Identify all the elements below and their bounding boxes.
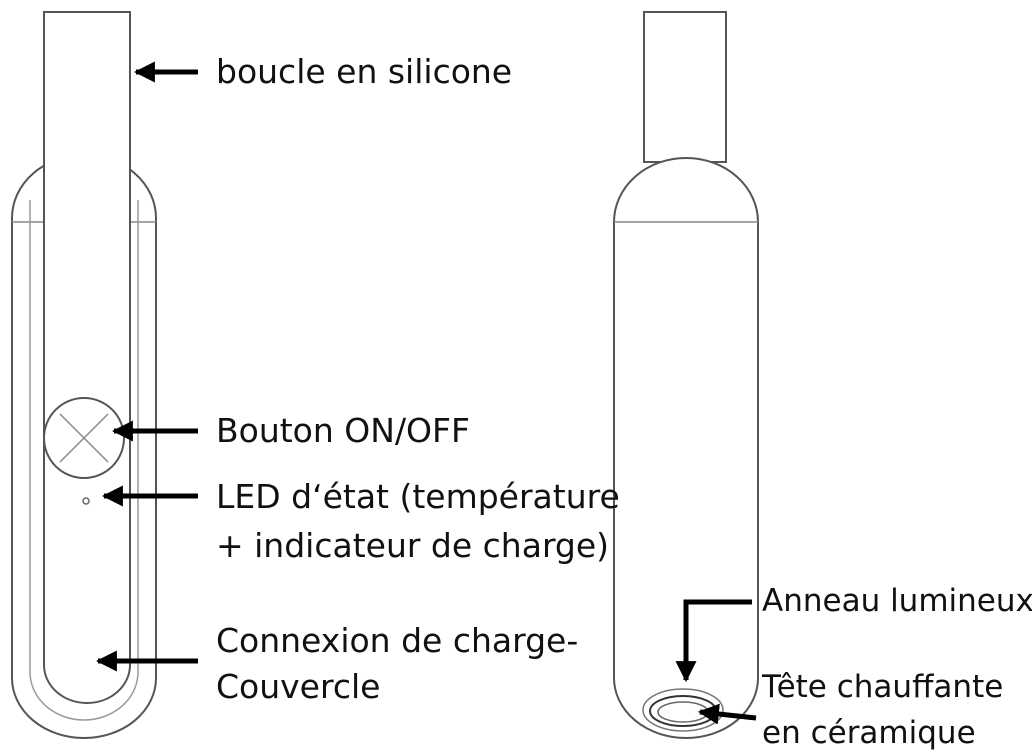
label-power-button: Bouton ON/OFF: [216, 411, 470, 450]
label-silicone-loop: boucle en silicone: [216, 52, 513, 91]
arrow-light-ring: [675, 599, 752, 683]
arrow-ceramic-head: [697, 703, 757, 725]
silicone-loop-inner: [29, 200, 139, 721]
back-body-outline: [613, 157, 759, 739]
device-back-view: [613, 11, 759, 739]
label-status-led-line1: LED d‘état (température: [216, 477, 620, 516]
light-ring-drawing: [642, 688, 724, 732]
front-loop-u: [43, 11, 131, 704]
label-status-led-line2: + indicateur de charge): [216, 526, 610, 565]
label-ceramic-head-line2: en céramique: [762, 715, 976, 751]
back-loop-stub: [643, 11, 727, 163]
label-charging-line2: Couvercle: [216, 667, 381, 706]
label-ceramic-head-line1: Tête chauffante: [762, 669, 1004, 705]
label-charging-line1: Connexion de charge-: [216, 621, 579, 660]
label-light-ring: Anneau lumineux: [762, 583, 1032, 619]
status-led-drawing: [82, 497, 90, 505]
device-front-view: [11, 11, 157, 739]
callout-arrows: [95, 61, 757, 725]
power-button-drawing: [43, 397, 125, 479]
